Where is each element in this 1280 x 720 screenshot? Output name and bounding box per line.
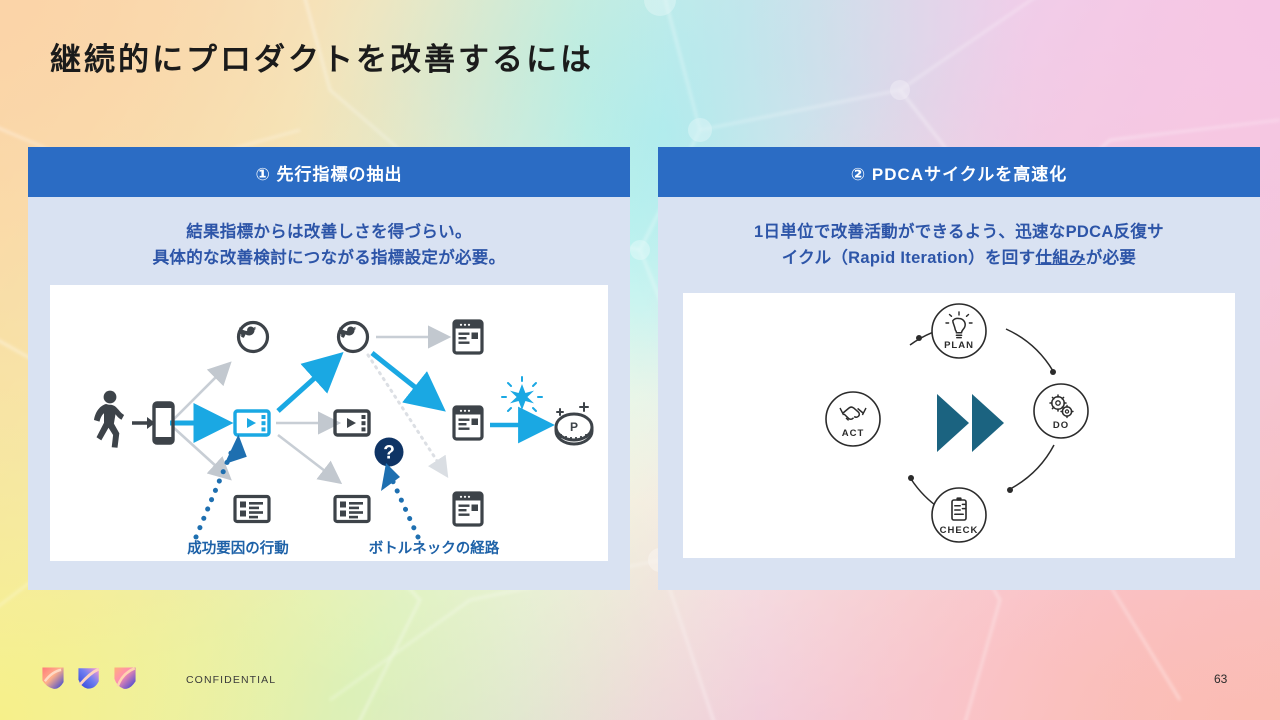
panel-left-header: ① 先行指標の抽出 xyxy=(28,147,630,197)
twitter-circle-icon xyxy=(236,321,270,354)
coin-label: P xyxy=(570,420,578,434)
twitter-circle-icon xyxy=(336,321,370,354)
panel-left-body: 結果指標からは改善しさを得づらい。 具体的な改善検討につながる指標設定が必要。 xyxy=(28,197,630,590)
video-player-icon xyxy=(333,409,371,437)
annotation-arrowhead xyxy=(224,434,247,465)
caption-bottleneck: ボトルネックの経路 xyxy=(369,539,500,557)
question-mark-badge: ? xyxy=(374,437,404,467)
lead-line-2: イクル（Rapid Iteration）を回す仕組みが必要 xyxy=(687,245,1232,271)
panel-right-body: 1日単位で改善活動ができるよう、迅速なPDCA反復サ イクル（Rapid Ite… xyxy=(658,197,1260,590)
pdca-node-check: CHECK xyxy=(931,487,987,543)
pdca-label-act: ACT xyxy=(842,428,865,439)
brand-logo-icon-1 xyxy=(42,667,64,689)
fast-forward-icon xyxy=(937,394,1004,453)
panel-right-lead-text: 1日単位で改善活動ができるよう、迅速なPDCA反復サ イクル（Rapid Ite… xyxy=(687,219,1232,271)
pdca-node-act: ACT xyxy=(825,391,881,447)
phone-login-icon xyxy=(132,401,175,445)
browser-window-icon xyxy=(452,491,484,527)
brand-logo-icon-2 xyxy=(78,667,100,689)
lead-line-2-part-a: イクル（Rapid Iteration）を回す xyxy=(781,249,1036,268)
lead-line-2-part-b: が必要 xyxy=(1085,249,1137,268)
brand-logo-icon-3 xyxy=(114,667,136,689)
confidential-label: CONFIDENTIAL xyxy=(186,674,277,686)
sparkle-star-icon xyxy=(501,376,543,419)
panel-right-header: ② PDCAサイクルを高速化 xyxy=(658,147,1260,197)
pdca-label-check: CHECK xyxy=(940,525,979,536)
article-card-icon xyxy=(233,495,271,524)
video-player-icon-active xyxy=(233,409,271,437)
lead-line-1: 結果指標からは改善しさを得づらい。 xyxy=(186,223,472,241)
page-title: 継続的にプロダクトを改善するには xyxy=(50,42,594,77)
user-journey-figure: P ? xyxy=(50,285,608,562)
walking-person-icon xyxy=(94,390,125,448)
coin-icon: P xyxy=(554,402,594,446)
annotation-arrowhead xyxy=(381,463,400,492)
panel-left-lead-text: 結果指標からは改善しさを得づらい。 具体的な改善検討につながる指標設定が必要。 xyxy=(57,219,602,271)
pdca-node-do: DO xyxy=(1033,383,1089,439)
lead-line-2-underlined: 仕組み xyxy=(1035,249,1086,268)
panel-pdca-cycle: ② PDCAサイクルを高速化 1日単位で改善活動ができるよう、迅速なPDCA反復… xyxy=(658,147,1260,590)
caption-success-factor: 成功要因の行動 xyxy=(187,539,289,557)
browser-window-icon xyxy=(452,405,484,441)
pdca-node-plan: PLAN xyxy=(931,303,987,359)
pdca-label-plan: PLAN xyxy=(944,340,974,351)
article-card-icon xyxy=(333,495,371,524)
lead-line-2: 具体的な改善検討につながる指標設定が必要。 xyxy=(152,249,506,268)
panel-leading-indicators: ① 先行指標の抽出 結果指標からは改善しさを得づらい。 具体的な改善検討につなが… xyxy=(28,147,630,590)
question-mark-label: ? xyxy=(383,443,395,464)
page-number: 63 xyxy=(1214,672,1228,686)
pdca-label-do: DO xyxy=(1053,420,1069,431)
lead-line-1: 1日単位で改善活動ができるよう、迅速なPDCA反復サ xyxy=(754,223,1164,241)
browser-window-icon xyxy=(452,319,484,355)
footer-logo-group xyxy=(40,665,138,691)
pdca-figure: PLAN DO CHECK xyxy=(683,293,1235,559)
